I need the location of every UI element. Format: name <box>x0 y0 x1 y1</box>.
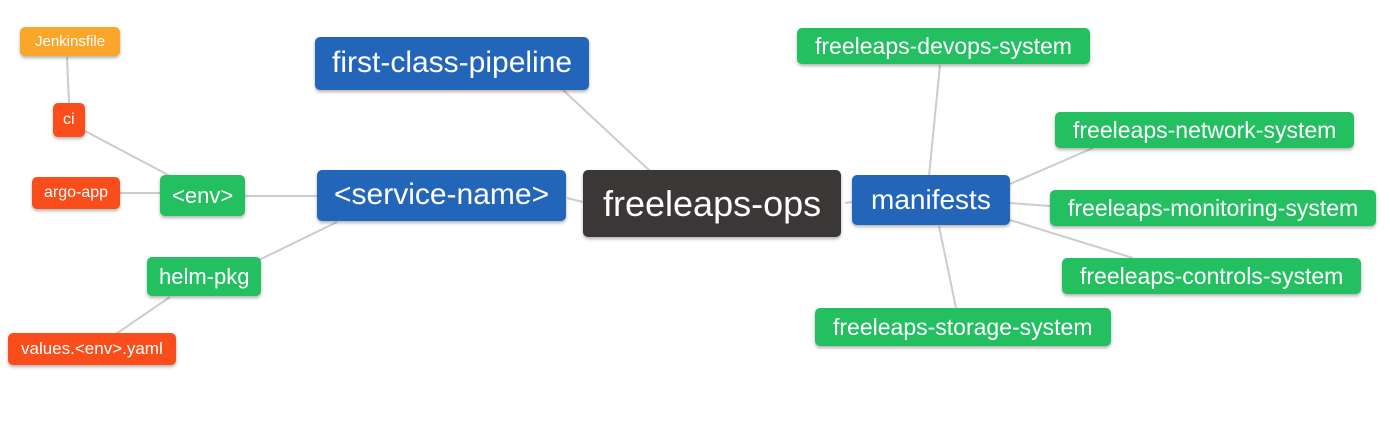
node-freeleaps-controls-system[interactable]: freeleaps-controls-system <box>1062 258 1362 295</box>
node-jenkinsfile[interactable]: Jenkinsfile <box>20 27 121 57</box>
node-env[interactable]: <env> <box>160 175 246 217</box>
connector-manifests-devops-system <box>928 64 941 177</box>
connector-jenkinsfile-ci <box>66 56 70 104</box>
connector-service-name-freeleaps-ops <box>566 197 584 203</box>
node-first-class-pipeline[interactable]: first-class-pipeline <box>315 37 590 90</box>
connector-helm-pkg-values <box>115 296 171 335</box>
node-argo-app[interactable]: argo-app <box>32 177 121 210</box>
connector-pipeline-freeleaps-ops <box>562 89 651 172</box>
node-freeleaps-devops-system[interactable]: freeleaps-devops-system <box>797 28 1090 65</box>
connector-manifests-monitoring-system <box>1009 202 1051 207</box>
node-ci[interactable]: ci <box>53 103 85 138</box>
node-freeleaps-network-system[interactable]: freeleaps-network-system <box>1055 112 1355 149</box>
connector-manifests-network-system <box>1009 147 1094 185</box>
connector-ci-env <box>84 130 173 178</box>
node-freeleaps-storage-system[interactable]: freeleaps-storage-system <box>815 308 1111 347</box>
connector-manifests-controls-system <box>1009 219 1134 259</box>
connector-freeleaps-ops-manifests <box>844 201 853 204</box>
node-freeleaps-ops[interactable]: freeleaps-ops <box>583 170 842 238</box>
node-service-name[interactable]: <service-name> <box>317 170 567 221</box>
node-manifests[interactable]: manifests <box>852 175 1010 226</box>
node-helm-pkg[interactable]: helm-pkg <box>147 257 262 297</box>
node-values-env-yaml[interactable]: values.<env>.yaml <box>8 333 176 365</box>
connector-manifests-storage-system <box>938 225 957 309</box>
node-freeleaps-monitoring-system[interactable]: freeleaps-monitoring-system <box>1050 190 1377 227</box>
connector-service-name-helm-pkg <box>258 221 338 261</box>
